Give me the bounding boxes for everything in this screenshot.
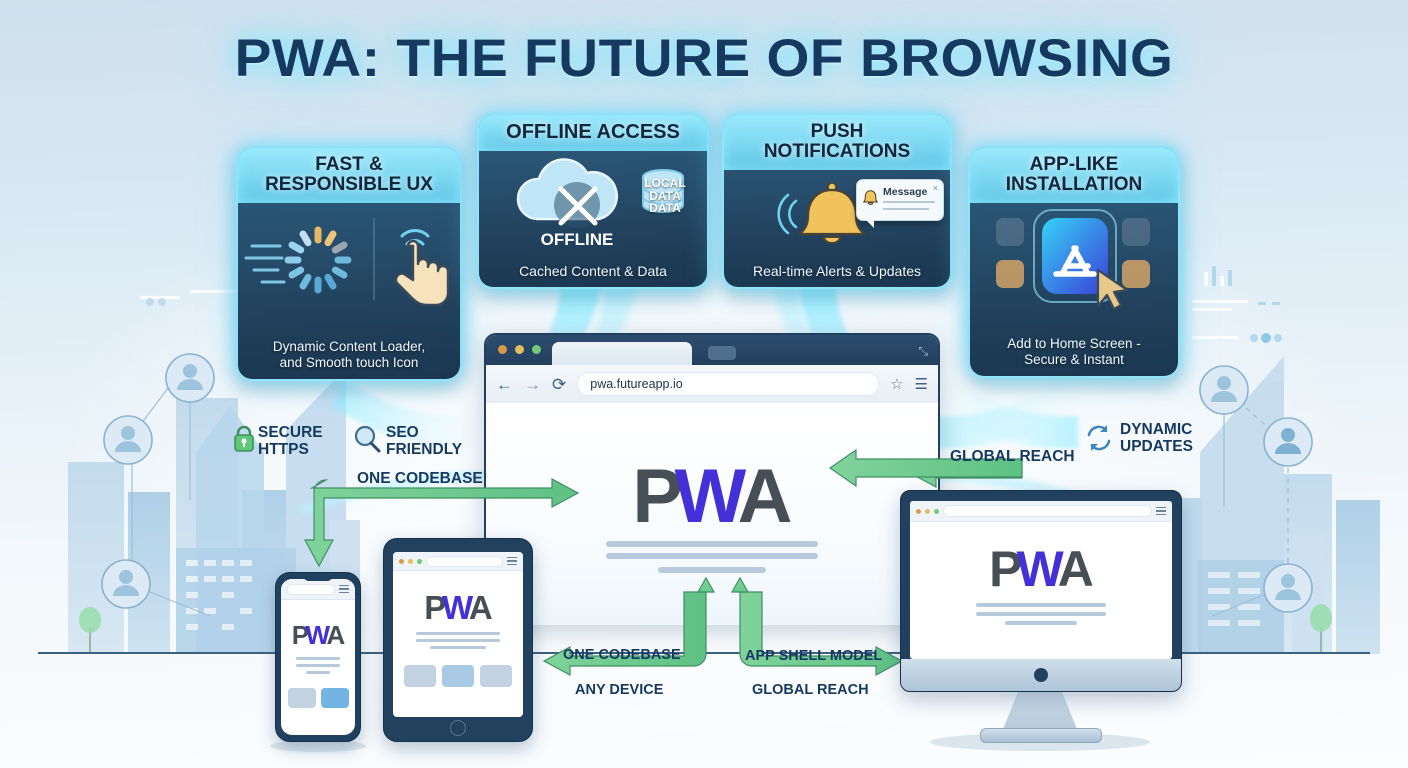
menu-hamburger-icon[interactable] [507, 557, 517, 565]
database-label: LOCAL DATA DATA [644, 176, 686, 216]
pwa-logo: PWA [424, 589, 492, 626]
notification-toast-icon: Message × [856, 179, 944, 228]
monitor-base [980, 728, 1102, 743]
browser-tab-inactive[interactable] [708, 346, 736, 360]
label-any-device: ANY DEVICE [575, 682, 664, 698]
database-icon [642, 169, 684, 213]
tablet-home-button[interactable] [450, 720, 466, 736]
card-caption: Dynamic Content Loader, and Smooth touch… [272, 339, 426, 371]
expand-icon[interactable]: ⤡ [918, 344, 928, 358]
label-global-reach-right: GLOBAL REACH [950, 448, 1075, 465]
card-heading: PUSH NOTIFICATIONS [724, 115, 950, 171]
content-placeholder-bar [658, 567, 766, 573]
content-placeholder-bar [606, 553, 818, 559]
app-store-icon [996, 209, 1150, 311]
desktop-monitor-device[interactable]: PWA [900, 490, 1182, 692]
cloud-offline-icon: OFFLINE [516, 158, 684, 249]
label-dynamic-updates: DYNAMIC UPDATES [1120, 421, 1193, 456]
tablet-screen: PWA [393, 552, 523, 717]
menu-hamburger-icon[interactable]: ☰ [914, 375, 928, 393]
card-heading: APP-LIKE INSTALLATION [970, 148, 1178, 204]
feature-card-app-like-installation[interactable]: APP-LIKE INSTALLATION [968, 146, 1180, 378]
mouse-cursor-icon [1096, 268, 1129, 311]
menu-hamburger-icon[interactable] [339, 585, 349, 593]
offline-icon-label: OFFLINE [541, 230, 614, 249]
browser-titlebar: ⤡ [486, 335, 938, 365]
phone-device[interactable]: PWA [275, 572, 361, 742]
toast-title: Message [883, 186, 928, 198]
browser-page-content: PWA [486, 403, 938, 625]
pwa-logo: PWA [632, 454, 792, 539]
forward-icon[interactable]: → [524, 374, 541, 394]
label-one-codebase-bottom: ONE CODEBASE [563, 647, 681, 663]
search-magnifier-icon [354, 425, 381, 453]
label-one-codebase-top: ONE CODEBASE [357, 470, 483, 487]
card-heading: OFFLINE ACCESS [479, 115, 707, 152]
traffic-light-maximize[interactable] [532, 345, 541, 354]
feature-card-offline-access[interactable]: OFFLINE ACCESS OFFLINE LOCAL DATA [477, 113, 709, 289]
bell-icon [777, 182, 866, 244]
feature-card-push-notifications[interactable]: PUSH NOTIFICATIONS Message × [722, 113, 952, 289]
lock-icon [234, 425, 254, 452]
pwa-logo: PWA [291, 620, 345, 650]
url-text: pwa.futureapp.io [590, 377, 683, 391]
label-seo-friendly: SEO FRIENDLY [386, 424, 463, 459]
browser-tab-active[interactable] [552, 342, 692, 365]
card-heading: FAST & RESPONSIBLE UX [238, 148, 460, 204]
content-placeholder-bar [606, 541, 818, 547]
url-bar[interactable]: pwa.futureapp.io [577, 372, 880, 396]
browser-window[interactable]: ⤡ ← → ⟳ pwa.futureapp.io ☆ ☰ PWA [484, 333, 940, 625]
monitor-screen: PWA [910, 501, 1172, 659]
sync-refresh-icon [1087, 425, 1111, 451]
page-title: PWA: THE FUTURE OF BROWSING [234, 29, 1174, 88]
loading-spinner-icon [244, 218, 450, 307]
traffic-light-close[interactable] [498, 345, 507, 354]
bookmark-star-icon[interactable]: ☆ [890, 375, 904, 393]
card-caption: Add to Home Screen - Secure & Instant [1007, 336, 1141, 368]
menu-hamburger-icon[interactable] [1156, 507, 1166, 515]
label-global-reach-bottom: GLOBAL REACH [752, 682, 869, 698]
feature-card-fast-responsible-ux[interactable]: FAST & RESPONSIBLE UX [236, 146, 462, 381]
pwa-logo: PWA [989, 541, 1094, 597]
card-caption: Cached Content & Data [519, 262, 667, 279]
tablet-device[interactable]: PWA [383, 538, 533, 742]
label-secure-https: SECURE HTTPS [258, 424, 323, 459]
monitor-power-dot [1034, 668, 1048, 682]
back-icon[interactable]: ← [496, 374, 513, 394]
touch-tap-hand-icon [394, 229, 450, 307]
label-app-shell-model: APP SHELL MODEL [745, 648, 883, 664]
reload-icon[interactable]: ⟳ [552, 374, 567, 394]
traffic-light-minimize[interactable] [515, 345, 524, 354]
card-caption: Real-time Alerts & Updates [752, 262, 922, 279]
phone-screen: PWA [281, 579, 355, 735]
close-icon[interactable]: × [932, 183, 938, 193]
phone-notch [303, 573, 333, 581]
browser-toolbar: ← → ⟳ pwa.futureapp.io ☆ ☰ [486, 365, 938, 404]
